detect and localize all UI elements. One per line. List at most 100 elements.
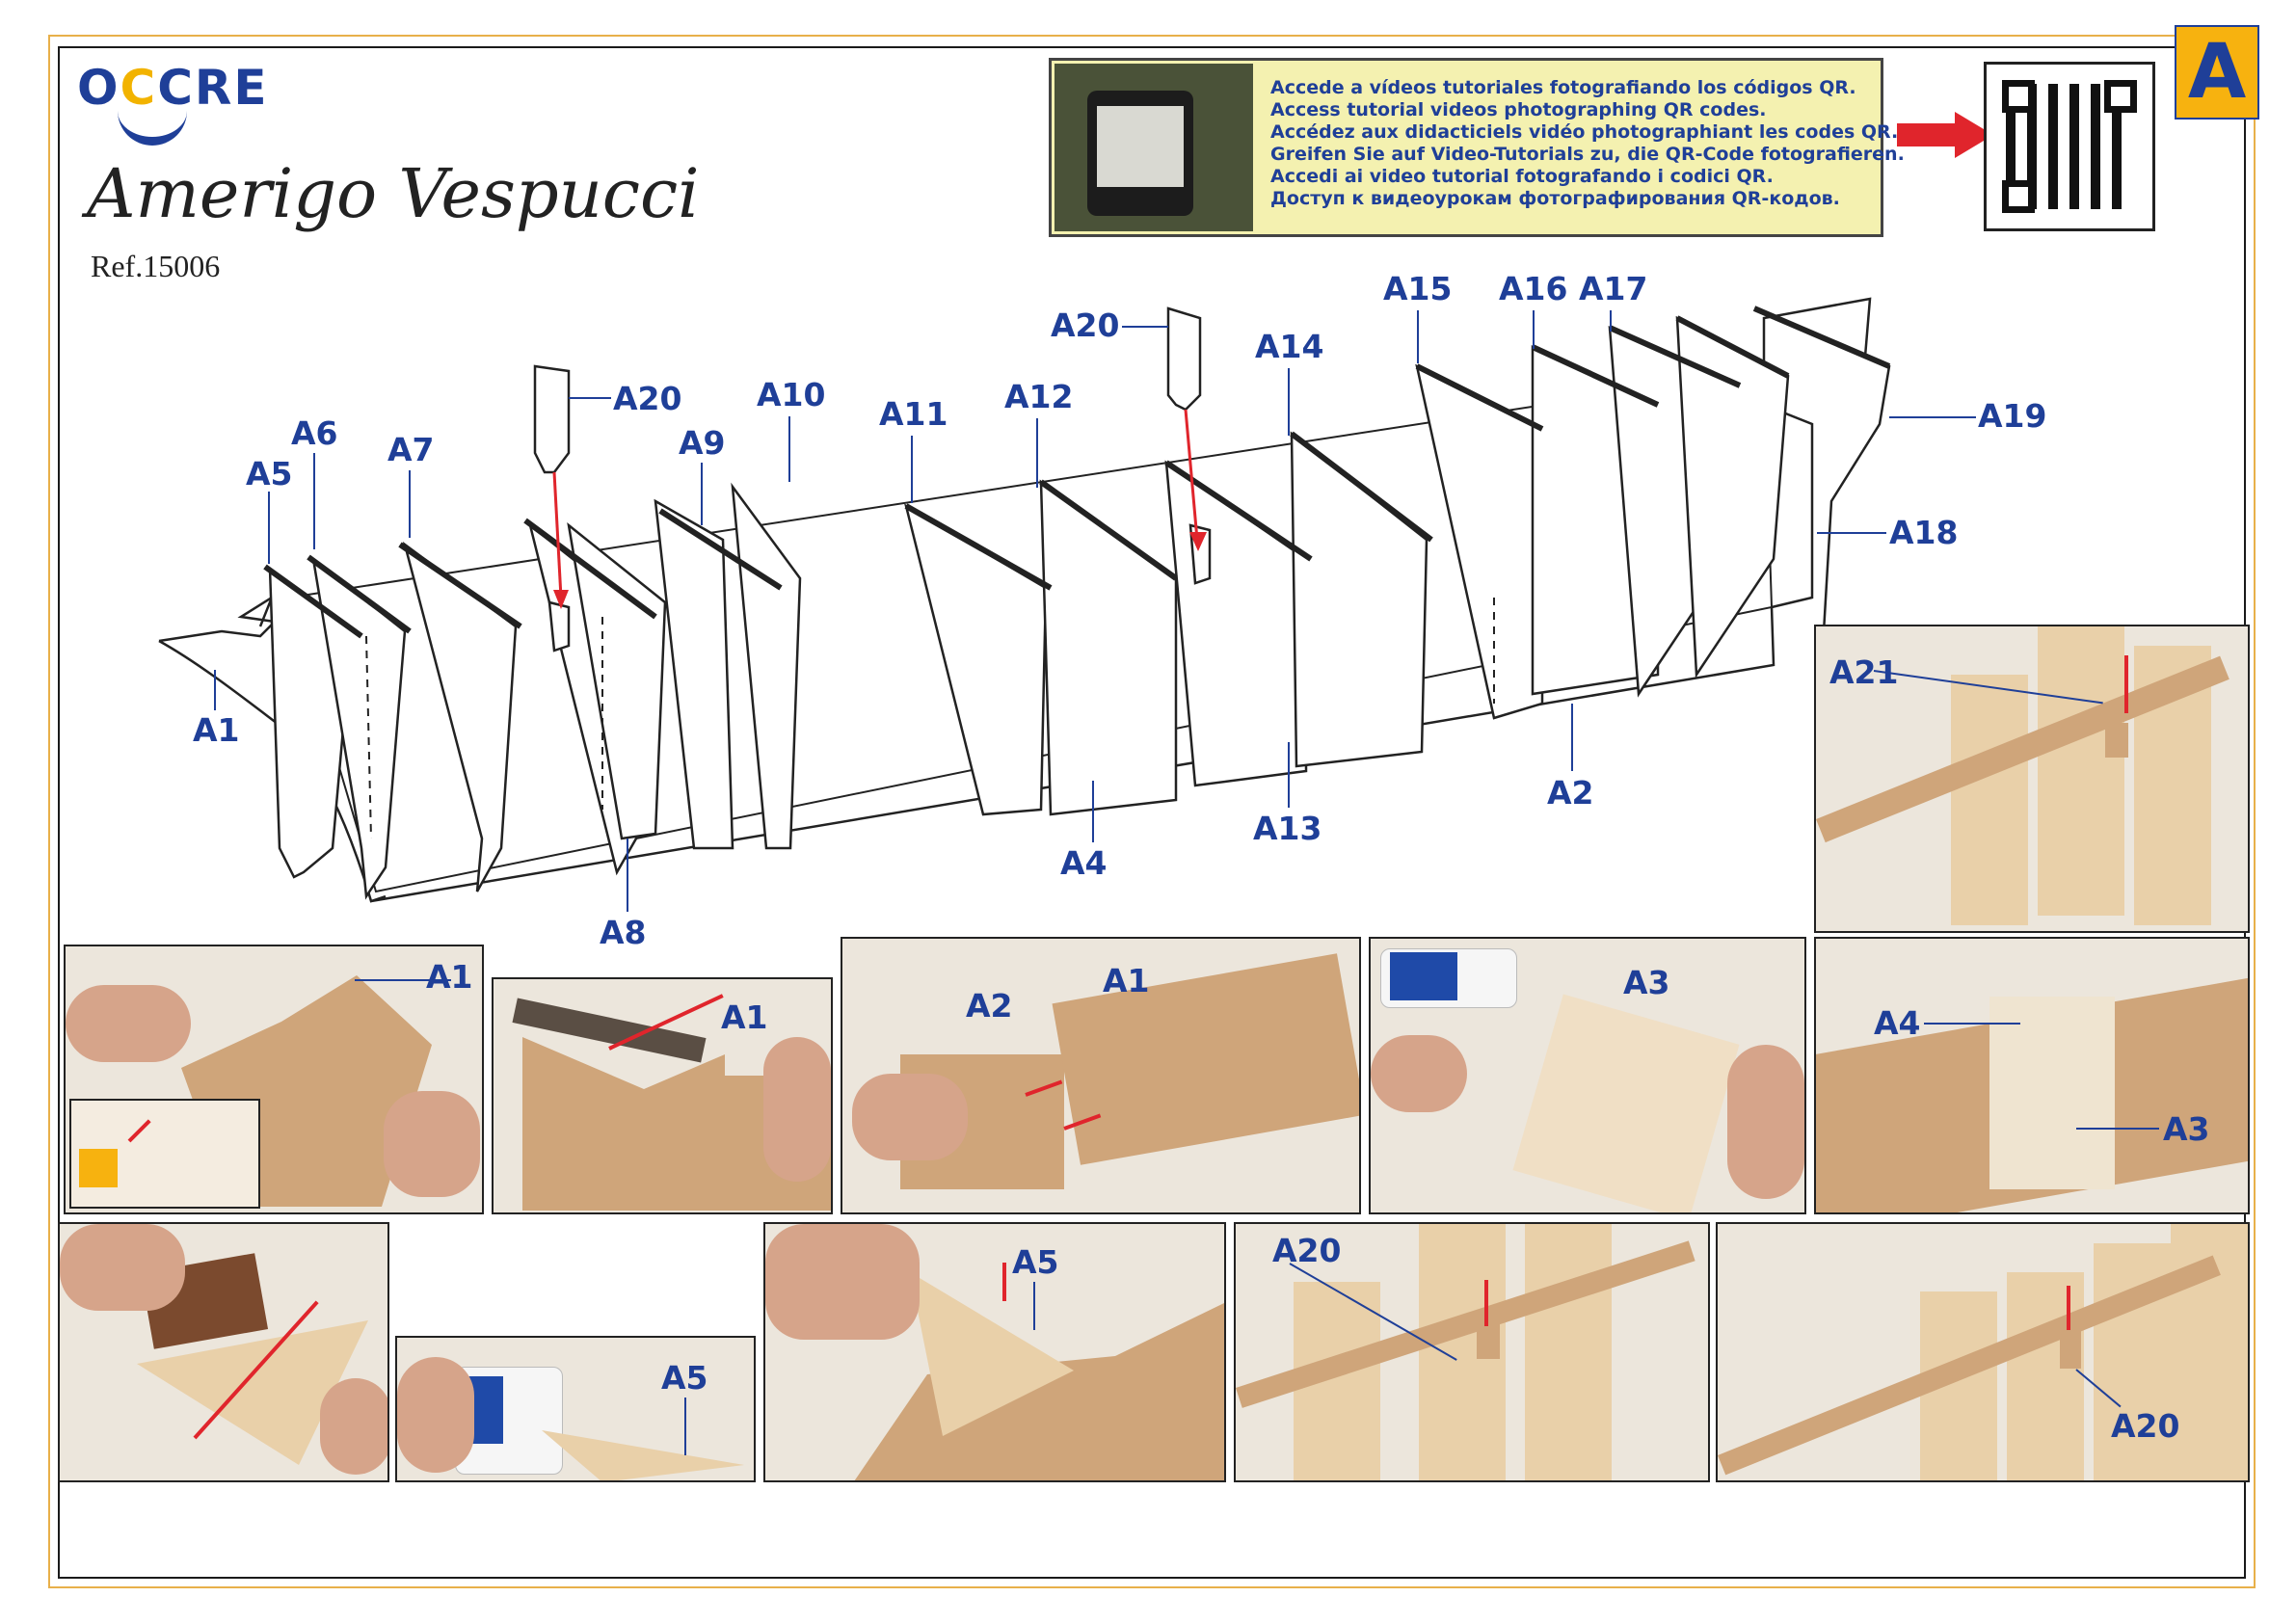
label-a17: A17 [1579,270,1648,307]
hand [765,1224,920,1340]
leader-a16 [1533,310,1535,349]
label-a21: A21 [1829,653,1899,691]
leader-a8 [627,839,628,912]
photo-sand-a1: A1 [492,977,833,1214]
knife-icon [79,1149,118,1187]
a20-part [1477,1320,1500,1359]
leader-a20-right [1122,326,1168,328]
glue-label [1390,952,1457,1000]
label-a2: A2 [1547,774,1594,812]
qr-finder-icon [2104,80,2137,113]
label-a15: A15 [1383,270,1453,307]
plywood-frame [1951,675,2028,925]
label-a9: A9 [679,424,726,462]
leader-a11 [911,436,913,503]
hand [397,1357,474,1473]
a5-piece [542,1430,744,1480]
label-a20-right: A20 [1051,306,1120,344]
label-a10: A10 [757,376,826,413]
ship-name: Amerigo Vespucci [87,154,700,233]
plywood-frame [1525,1224,1612,1480]
label-p5-a3: A3 [1623,964,1670,1001]
sheet-badge [2175,25,2259,120]
photo-a21-step: A21 [1814,625,2250,933]
qr-code[interactable] [1984,62,2155,231]
qr-instructions: Accede a vídeos tutoriales fotografiando… [1270,77,1905,210]
label-a4: A4 [1060,844,1108,882]
phone-screen [1097,106,1184,187]
label-p2-a1: A1 [426,958,473,996]
label-a11: A11 [879,395,948,433]
label-a12: A12 [1004,378,1074,415]
label-p4-a2: A2 [966,987,1013,1025]
leader-a6 [313,453,315,549]
outer-frame [48,35,2256,1588]
label-p3-a1: A1 [721,998,768,1036]
qr-line-it: Accedi ai video tutorial fotografando i … [1270,166,1774,187]
label-a18: A18 [1889,514,1959,551]
qr-line-en: Access tutorial videos photographing QR … [1270,99,1767,120]
label-p9-a5: A5 [1012,1243,1059,1281]
label-p4-a1: A1 [1103,962,1150,999]
photo-join-a1-a2: A2 A1 [841,937,1361,1214]
insertion-arrows [552,409,1207,609]
down-arrow-icon [2067,1286,2070,1330]
plywood-frame [2038,626,2124,916]
qr-line-ru: Доступ к видеоурокам фотографирования QR… [1270,188,1840,209]
label-p6-a3: A3 [2163,1110,2210,1148]
qr-line-de: Greifen Sie auf Video-Tutorials zu, die … [1270,144,1905,165]
qr-finder-icon [2002,80,2035,113]
leader-a9 [701,463,703,525]
label-p8-a5: A5 [661,1359,708,1397]
photo-fit-a20-front: A20 [1234,1222,1710,1482]
label-a19: A19 [1978,397,2047,435]
photo-cut-a1: A1 [64,945,484,1214]
a21-part [2105,723,2128,758]
hand [1371,1035,1467,1112]
a20-parts [533,306,1212,652]
leader-a7 [409,470,411,538]
logo-smile-icon [118,111,187,146]
label-a7: A7 [387,431,435,468]
hand-right [384,1091,480,1197]
ship-reference: Ref.15006 [91,249,221,283]
arrow-icon [127,1119,151,1143]
down-arrow-icon [2124,655,2128,713]
a3-reinforcement [1989,997,2115,1189]
photo-sand-a5 [58,1222,389,1482]
qr-line-es: Accede a vídeos tutoriales fotografiando… [1270,77,1856,98]
frame-top-bars [263,306,1891,639]
photo-glue-a5: A5 [395,1336,756,1482]
sheet-letter: A [2187,29,2247,116]
qr-line-fr: Accédez aux didacticiels vidéo photograp… [1270,121,1899,143]
arrow-right-icon [1897,123,1959,146]
leader-p2-a1 [355,979,451,981]
a1-piece [522,1037,725,1211]
leader-a13 [1288,742,1290,808]
photo-a3-a4: A4 A3 [1814,937,2250,1214]
leader-a12 [1036,418,1038,488]
label-a1: A1 [193,711,240,749]
hand [1727,1045,1804,1199]
label-a6: A6 [291,414,338,452]
leader-a17 [1610,310,1612,332]
label-a14: A14 [1255,328,1324,365]
hand-left [66,985,191,1062]
guide-lines [365,598,1495,839]
qr-photo [1055,64,1253,231]
label-a20-left: A20 [613,380,682,417]
label-p10-a20: A20 [1272,1232,1342,1269]
label-a5: A5 [246,455,293,493]
photo-fit-a5: A5 [763,1222,1226,1482]
occre-logo: OCCRE [77,60,269,116]
down-arrow-icon [1484,1280,1488,1326]
leader-a1 [214,670,216,710]
photo-inset-knife [69,1099,260,1209]
label-p11-a20: A20 [2111,1407,2180,1445]
leader-a10 [788,416,790,482]
label-a8: A8 [600,914,647,951]
hand [852,1074,968,1160]
qr-finder-icon [2002,180,2035,213]
label-a16: A16 [1499,270,1568,307]
leader-a14 [1288,368,1290,436]
